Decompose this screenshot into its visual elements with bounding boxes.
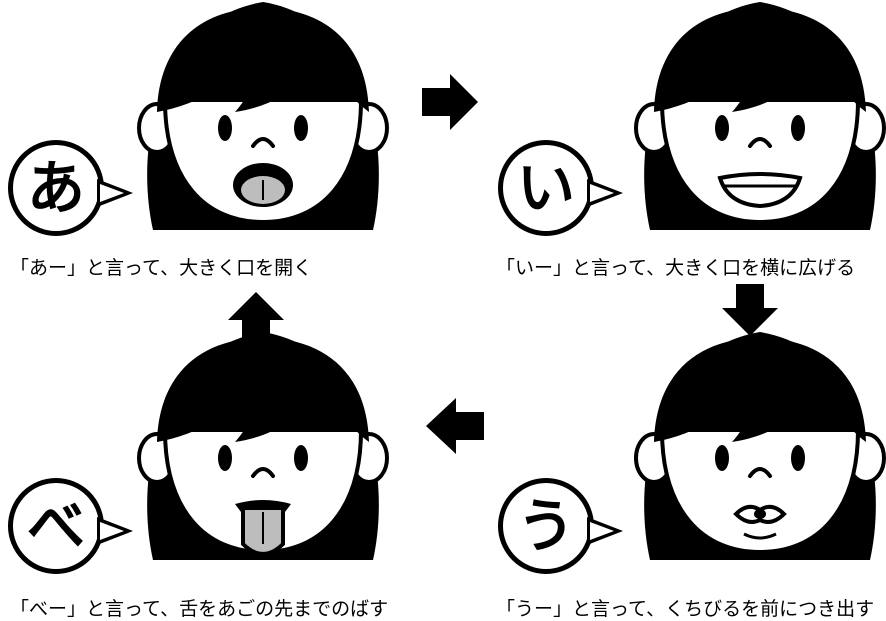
arrow-left-icon [426,398,484,454]
bubble-text-a: あ [26,154,85,222]
face-outline [162,98,364,225]
right-eye [791,115,805,141]
face-be-illustration [137,332,389,560]
panel-u: う 「うー」と言って、くちびるを前につき出す [440,330,886,621]
speech-bubble-i: い [498,140,623,236]
speech-bubble-be: べ [8,478,133,574]
caption-u: 「うー」と言って、くちびるを前につき出す [496,598,875,620]
left-eye [715,115,729,141]
nose [748,467,772,478]
panel-a: あ 「あー」と言って、大きく口を開く [0,0,440,290]
caption-a: 「あー」と言って、大きく口を開く [10,257,313,279]
left-eye [218,115,232,141]
left-eye [715,445,729,471]
bangs [157,338,369,442]
nose [748,137,772,148]
left-eye [218,445,232,471]
chin-line [743,532,777,540]
face-i [634,2,886,230]
bangs [654,8,866,112]
bangs [654,338,866,442]
right-eye [294,115,308,141]
bubble-text-u: う [516,492,575,560]
arrow-up-icon [228,292,284,344]
nose [251,137,275,148]
face-outline [659,98,861,225]
face-u-illustration [634,332,886,560]
arrow-right-icon [422,74,478,130]
arrow-down-icon [722,284,778,336]
face-be [137,332,389,560]
bangs [157,8,369,112]
caption-be: 「べー」と言って、舌をあごの先までのばす [10,598,389,620]
panel-be: べ 「べー」と言って、舌をあごの先までのばす [0,330,440,621]
right-eye [294,445,308,471]
face-a-illustration [137,2,389,230]
mouth-wide [717,172,803,209]
panel-i: い 「いー」と言って、大きく口を横に広げる [440,0,886,290]
face-a [137,2,389,230]
face-outline [659,428,861,555]
bubble-text-i: い [516,154,575,222]
mouth-hole [754,509,766,519]
face-u [634,332,886,560]
face-i-illustration [634,2,886,230]
speech-bubble-u: う [498,478,623,574]
speech-bubble-a: あ [8,140,133,236]
caption-i: 「いー」と言って、大きく口を横に広げる [496,257,856,279]
right-eye [791,445,805,471]
nose [251,467,275,478]
bubble-text-be: べ [26,492,85,560]
